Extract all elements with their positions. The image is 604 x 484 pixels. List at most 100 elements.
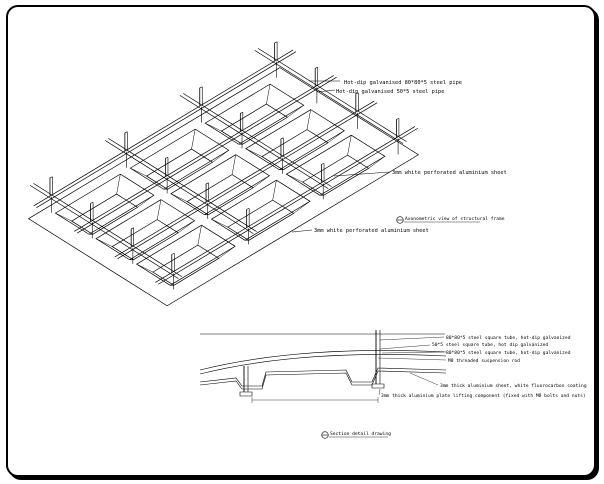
steel-pipe-v-edge xyxy=(257,48,407,142)
sheet-border xyxy=(27,67,420,307)
steel-pipe-u-edge xyxy=(158,127,418,285)
sheet-panel-fold xyxy=(205,122,222,132)
sheet-panel-recess xyxy=(152,244,220,286)
section-detail-drawing xyxy=(199,330,447,403)
hanger-post-cap xyxy=(274,41,278,44)
steel-pipe-u xyxy=(155,126,416,283)
section-lift-plate-right xyxy=(371,383,385,389)
steel-pipe-u xyxy=(114,100,375,258)
steel-pipe-v xyxy=(104,140,254,234)
hanger-post-cap xyxy=(205,182,209,185)
hanger-post-cap xyxy=(315,67,318,69)
leader-tube-80 xyxy=(379,336,445,341)
hanger-post-cap xyxy=(165,157,169,159)
leader-tube-50 xyxy=(379,344,431,350)
axonometric-title: Axonometric view of structural frame xyxy=(405,216,505,222)
sheet-panel-fold xyxy=(178,220,195,234)
label-sheet: 3mm thick aluminium sheet, white fluoroc… xyxy=(440,383,587,389)
sheet-panel-fold xyxy=(55,212,72,222)
sheet-panel-fold xyxy=(170,193,188,202)
hanger-post-cap xyxy=(321,163,325,165)
sheet-panel-fold xyxy=(327,130,345,144)
steel-pipe-u-edge xyxy=(76,76,337,234)
sheet-panel-fold xyxy=(212,150,229,163)
hanger-post-cap xyxy=(124,131,128,134)
sheet-panel xyxy=(54,173,155,235)
axonometric-frame-drawing xyxy=(27,41,420,307)
steel-pipe-v-edge xyxy=(33,183,183,277)
sheet-panel xyxy=(204,83,305,145)
hanger-post-cap xyxy=(396,118,400,120)
sheet-panel-fold xyxy=(245,148,263,157)
hanger-post-cap xyxy=(280,137,284,140)
sheet-panel-fold xyxy=(136,263,154,273)
hanger-post-cap xyxy=(246,208,250,210)
sheet-panel-fold xyxy=(252,175,270,189)
steel-pipe-u xyxy=(33,49,294,207)
label-tube-50: 50*5 steel square tube, hot dip galvaniz… xyxy=(432,342,548,348)
hanger-post-cap xyxy=(240,112,243,114)
steel-pipe-u-edge xyxy=(117,102,378,260)
sheet-panel-fold xyxy=(156,199,162,220)
section-beam-bottom xyxy=(199,354,447,375)
sheet-panel-fold xyxy=(95,238,113,247)
hanger-post-cap xyxy=(90,202,94,204)
label-sheet-right: 3mm white perforated aluminium sheet xyxy=(392,170,507,176)
sheet-panel-fold xyxy=(231,154,237,175)
hanger-post-cap xyxy=(49,176,53,179)
sheet-panel-fold xyxy=(293,201,311,214)
steel-pipe-u xyxy=(74,75,334,232)
sheet-panel-fold xyxy=(368,156,386,169)
hanger-post-cap xyxy=(131,227,134,230)
sheet-panel-fold xyxy=(218,246,236,259)
drawing-frame xyxy=(6,5,596,477)
label-pipe-50: Hot-dip galvanised 50*5 steel pipe xyxy=(336,89,444,95)
sheet-panel-fold xyxy=(306,109,311,130)
sheet-panel-recess xyxy=(301,154,370,196)
sheet-panel-fold xyxy=(272,180,277,201)
sheet-panel-recess xyxy=(227,199,295,241)
sheet-panel-fold xyxy=(266,84,271,105)
sheet-panel-fold xyxy=(211,218,228,228)
leader-rod xyxy=(377,357,447,361)
hanger-post-cap xyxy=(199,86,203,89)
steel-pipe-v xyxy=(29,185,179,279)
section-title: Section detail drawing xyxy=(330,431,391,437)
sheet-panel-fold xyxy=(116,174,121,195)
sheet-panel xyxy=(170,154,271,216)
section-dimension-ticks xyxy=(251,397,379,403)
sheet-panel xyxy=(135,224,236,286)
steel-pipe-v-edge xyxy=(183,93,332,187)
steel-pipe-v-edge xyxy=(108,138,257,232)
label-tube-80b: 80*80*5 steel square tube, hot-dip galva… xyxy=(446,350,571,356)
leader-plate xyxy=(378,388,381,396)
sheet-panel-fold xyxy=(130,167,147,177)
hanger-post-cap xyxy=(171,253,175,255)
axonometric-title-marker xyxy=(396,216,480,224)
sheet-panel xyxy=(245,109,345,171)
section-sheet-profile-inner xyxy=(199,370,447,390)
section-beam-top xyxy=(199,350,447,371)
steel-pipe-v xyxy=(254,50,404,144)
steel-pipe-v xyxy=(179,95,329,189)
sheet-panel xyxy=(210,179,311,241)
section-title-marker xyxy=(321,431,388,439)
hanger-post-cap xyxy=(355,92,359,95)
axonometric-leaders xyxy=(291,80,391,233)
label-plate: 3mm thick aluminium plate lifting compon… xyxy=(381,393,586,399)
label-pipe-80: Hot-dip galvanised 80*80*5 steel pipe xyxy=(344,80,462,86)
label-tube-80: 80*80*5 steel square tube, hot-dip galva… xyxy=(446,335,571,341)
sheet-panel-fold xyxy=(191,129,196,150)
section-lift-plate-left xyxy=(239,391,253,397)
label-rod: M8 threaded suspension rod xyxy=(448,358,520,364)
sheet-panel-fold xyxy=(287,105,304,118)
sheet-panel-fold xyxy=(197,225,202,246)
sheet-panel-fold xyxy=(347,135,352,156)
leader-sheet xyxy=(409,372,439,386)
section-sheet-profile xyxy=(199,367,447,387)
sheet-panel-fold xyxy=(286,173,303,183)
sheet-panel-fold xyxy=(137,195,155,208)
steel-pipe-u-edge xyxy=(36,51,297,208)
sheet-panel xyxy=(129,128,230,190)
